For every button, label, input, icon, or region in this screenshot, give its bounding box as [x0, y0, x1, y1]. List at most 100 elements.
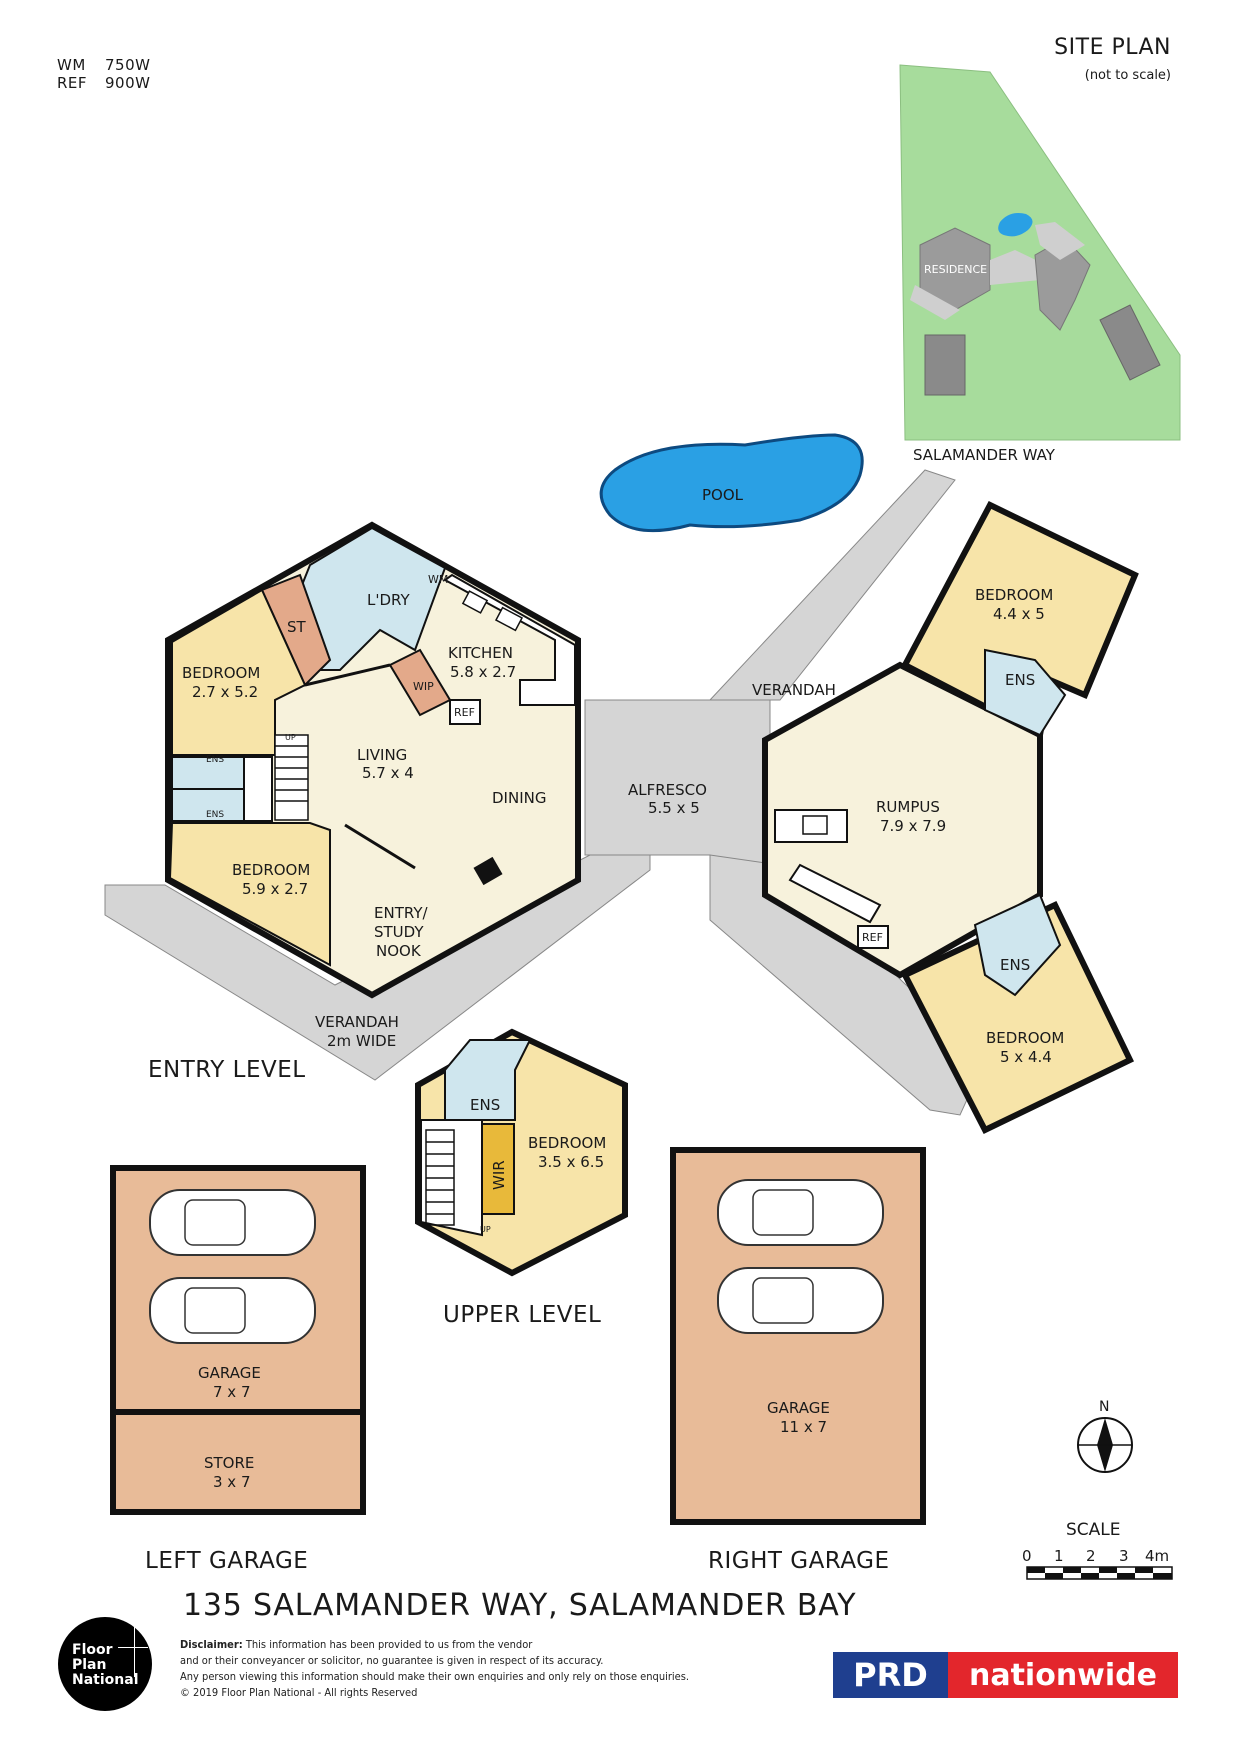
fpn-logo-word-3: National	[72, 1672, 139, 1688]
left-garage-car-2	[149, 1277, 316, 1344]
ensuite-3	[984, 648, 1067, 737]
right-garage-car-2	[717, 1267, 884, 1334]
entry-label-2: STUDY	[374, 923, 424, 941]
wm-label: WM	[428, 573, 448, 586]
upper-wir	[481, 1123, 515, 1215]
bedroom-3-size: 4.4 x 5	[993, 605, 1045, 623]
ensuite-4	[973, 893, 1062, 997]
scale-tick-0: 0	[1022, 1547, 1032, 1565]
property-address: 135 SALAMANDER WAY, SALAMANDER BAY	[183, 1588, 857, 1623]
alfresco-label: ALFRESCO	[628, 781, 707, 799]
fpn-logo-word-1: Floor	[72, 1642, 113, 1658]
upper-wir-label: WIR	[490, 1160, 508, 1190]
rumpus-bench	[788, 863, 882, 924]
site-plan-subtitle: (not to scale)	[1084, 68, 1171, 83]
right-garage-building	[670, 1147, 926, 1525]
scale-tick-3: 3	[1119, 1547, 1129, 1565]
right-garage-size: 11 x 7	[780, 1418, 827, 1436]
upper-bedroom-label: BEDROOM	[528, 1134, 606, 1152]
disclaimer-line-2: and or their conveyancer or solicitor, n…	[180, 1654, 604, 1667]
entry-level-title: ENTRY LEVEL	[148, 1057, 306, 1083]
pool	[599, 433, 864, 533]
bedroom-4-size: 5 x 4.4	[1000, 1048, 1052, 1066]
site-right-garage	[1099, 304, 1161, 381]
site-plan-title: SITE PLAN	[1054, 35, 1171, 60]
right-garage-title: RIGHT GARAGE	[708, 1548, 890, 1574]
living-wall	[304, 663, 391, 687]
site-pool	[998, 213, 1033, 237]
left-store-floor	[110, 1409, 366, 1515]
right-garage-car-1	[717, 1179, 884, 1246]
site-path	[990, 250, 1040, 285]
compass-north-label: N	[1099, 1399, 1109, 1415]
bedroom-2-size: 5.9 x 2.7	[242, 880, 308, 898]
verandah-north	[708, 469, 956, 701]
rumpus-label: RUMPUS	[876, 798, 940, 816]
store-size: 3 x 7	[213, 1473, 251, 1491]
entry-level-building	[165, 521, 581, 999]
nationwide-logo-text: nationwide	[948, 1652, 1178, 1698]
left-garage-size: 7 x 7	[213, 1383, 251, 1401]
left-garage-label: GARAGE	[198, 1364, 261, 1382]
fridge-space	[449, 699, 481, 725]
ensuite-4-label: ENS	[1000, 956, 1030, 974]
legend-row-ref: REF 900W	[57, 74, 150, 92]
upper-stairs	[425, 1129, 455, 1226]
entry-stairs	[274, 734, 309, 821]
disclaimer-line-3: Any person viewing this information shou…	[180, 1670, 690, 1683]
ensuite-1	[171, 756, 245, 790]
wip-label: WIP	[413, 680, 434, 693]
legend-value: 900W	[105, 74, 151, 92]
scale-bar: SCALE 0 1 2 3 4m	[1022, 1520, 1173, 1580]
verandah-north-label: VERANDAH	[752, 681, 836, 699]
site-residence-label: RESIDENCE	[924, 263, 987, 276]
verandah-width-label: 2m WIDE	[327, 1032, 396, 1050]
ensuite-1-label: ENS	[206, 755, 224, 765]
dining-label: DINING	[492, 789, 546, 807]
bedroom-1-size: 2.7 x 5.2	[192, 683, 258, 701]
ensuite-2	[171, 788, 245, 822]
rumpus-ref-label: REF	[862, 931, 883, 944]
bedroom-2	[168, 822, 331, 967]
entry-label-1: ENTRY/	[374, 904, 428, 922]
prd-nationwide-logo: PRD nationwide	[833, 1652, 1178, 1698]
scale-tick-2: 2	[1086, 1547, 1096, 1565]
upper-ensuite-label: ENS	[470, 1096, 500, 1114]
verandah-south-label: VERANDAH	[315, 1013, 399, 1031]
scale-title: SCALE	[1066, 1520, 1121, 1540]
fireplace	[473, 856, 503, 886]
laundry-label: L'DRY	[367, 591, 410, 609]
bedroom-1-label: BEDROOM	[182, 664, 260, 682]
kitchen-label: KITCHEN	[448, 644, 513, 662]
rumpus-wing	[762, 501, 1139, 1134]
upper-level-building	[415, 1028, 628, 1277]
rumpus-fridge-space	[857, 925, 889, 949]
ensuite-2-label: ENS	[206, 810, 224, 820]
alfresco-size: 5.5 x 5	[648, 799, 700, 817]
floor-plan-national-logo: Floor Plan National	[58, 1617, 152, 1711]
rumpus-size: 7.9 x 7.9	[880, 817, 946, 835]
kitchen-size: 5.8 x 2.7	[450, 663, 516, 681]
fpn-logo-word-2: Plan	[72, 1657, 107, 1673]
disclaimer: Disclaimer: This information has been pr…	[180, 1637, 710, 1701]
bedroom-2-label: BEDROOM	[232, 861, 310, 879]
st-label: ST	[287, 618, 307, 636]
kitchen-cooktop	[461, 590, 489, 614]
left-garage-building	[110, 1165, 366, 1515]
upper-bedroom-size: 3.5 x 6.5	[538, 1153, 604, 1171]
site-left-garage	[924, 334, 966, 396]
living-label: LIVING	[357, 746, 407, 764]
scale-tick-1: 1	[1054, 1547, 1064, 1565]
ensuite-3-label: ENS	[1005, 671, 1035, 689]
site-street-label: SALAMANDER WAY	[913, 446, 1056, 464]
upper-level-title: UPPER LEVEL	[443, 1302, 602, 1328]
site-plan: RESIDENCE SALAMANDER WAY	[899, 64, 1181, 464]
ref-label: REF	[454, 706, 475, 719]
ensuite-cupboard	[243, 756, 273, 822]
kitchen-bench	[443, 573, 576, 706]
legend-key: REF	[57, 74, 88, 92]
legend-value: 750W	[105, 56, 151, 74]
